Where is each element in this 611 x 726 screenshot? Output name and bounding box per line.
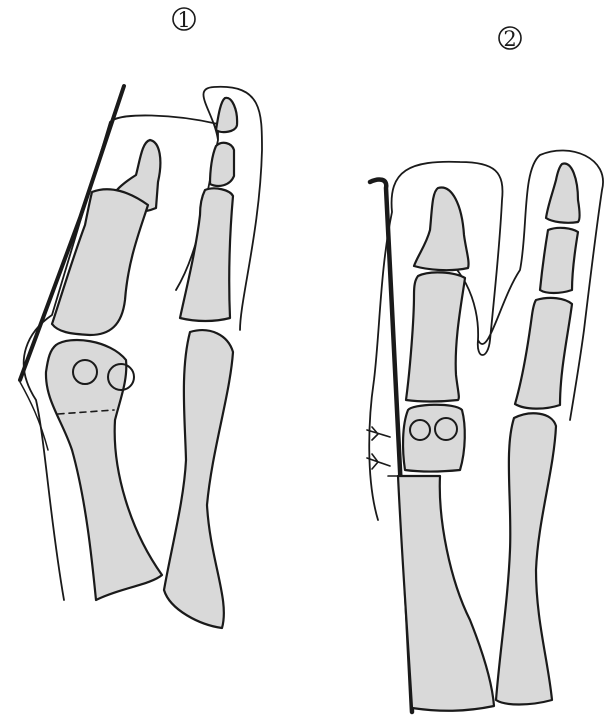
panel-2-index-metacarpal xyxy=(496,413,556,704)
panel-1-index-middle-phalanx xyxy=(210,143,234,186)
panel-2-proximal-phalanx xyxy=(406,272,465,401)
svg-text:2: 2 xyxy=(503,27,516,51)
panel-1-proximal-phalanx xyxy=(52,189,148,335)
panel-1: 1 xyxy=(20,8,262,628)
panel-1-label: 1 xyxy=(173,8,195,32)
svg-text:1: 1 xyxy=(177,8,190,32)
panel-2-joint-block xyxy=(403,405,465,472)
panel-2: 2 xyxy=(367,27,603,712)
panel-2-index-distal-phalanx xyxy=(546,163,580,222)
panel-2-label: 2 xyxy=(499,27,521,51)
panel-1-index-proximal-phalanx xyxy=(180,188,233,321)
panel-1-index-distal-phalanx xyxy=(216,98,237,132)
panel-1-k-wire-shadow xyxy=(20,382,48,450)
panel-2-index-proximal-phalanx xyxy=(515,298,572,409)
panel-2-index-middle-phalanx xyxy=(540,228,578,293)
panel-2-distal-phalanx xyxy=(414,188,469,271)
panel-1-metacarpal xyxy=(46,340,162,600)
panel-1-index-metacarpal xyxy=(164,330,233,628)
panel-2-metacarpal xyxy=(398,476,494,711)
